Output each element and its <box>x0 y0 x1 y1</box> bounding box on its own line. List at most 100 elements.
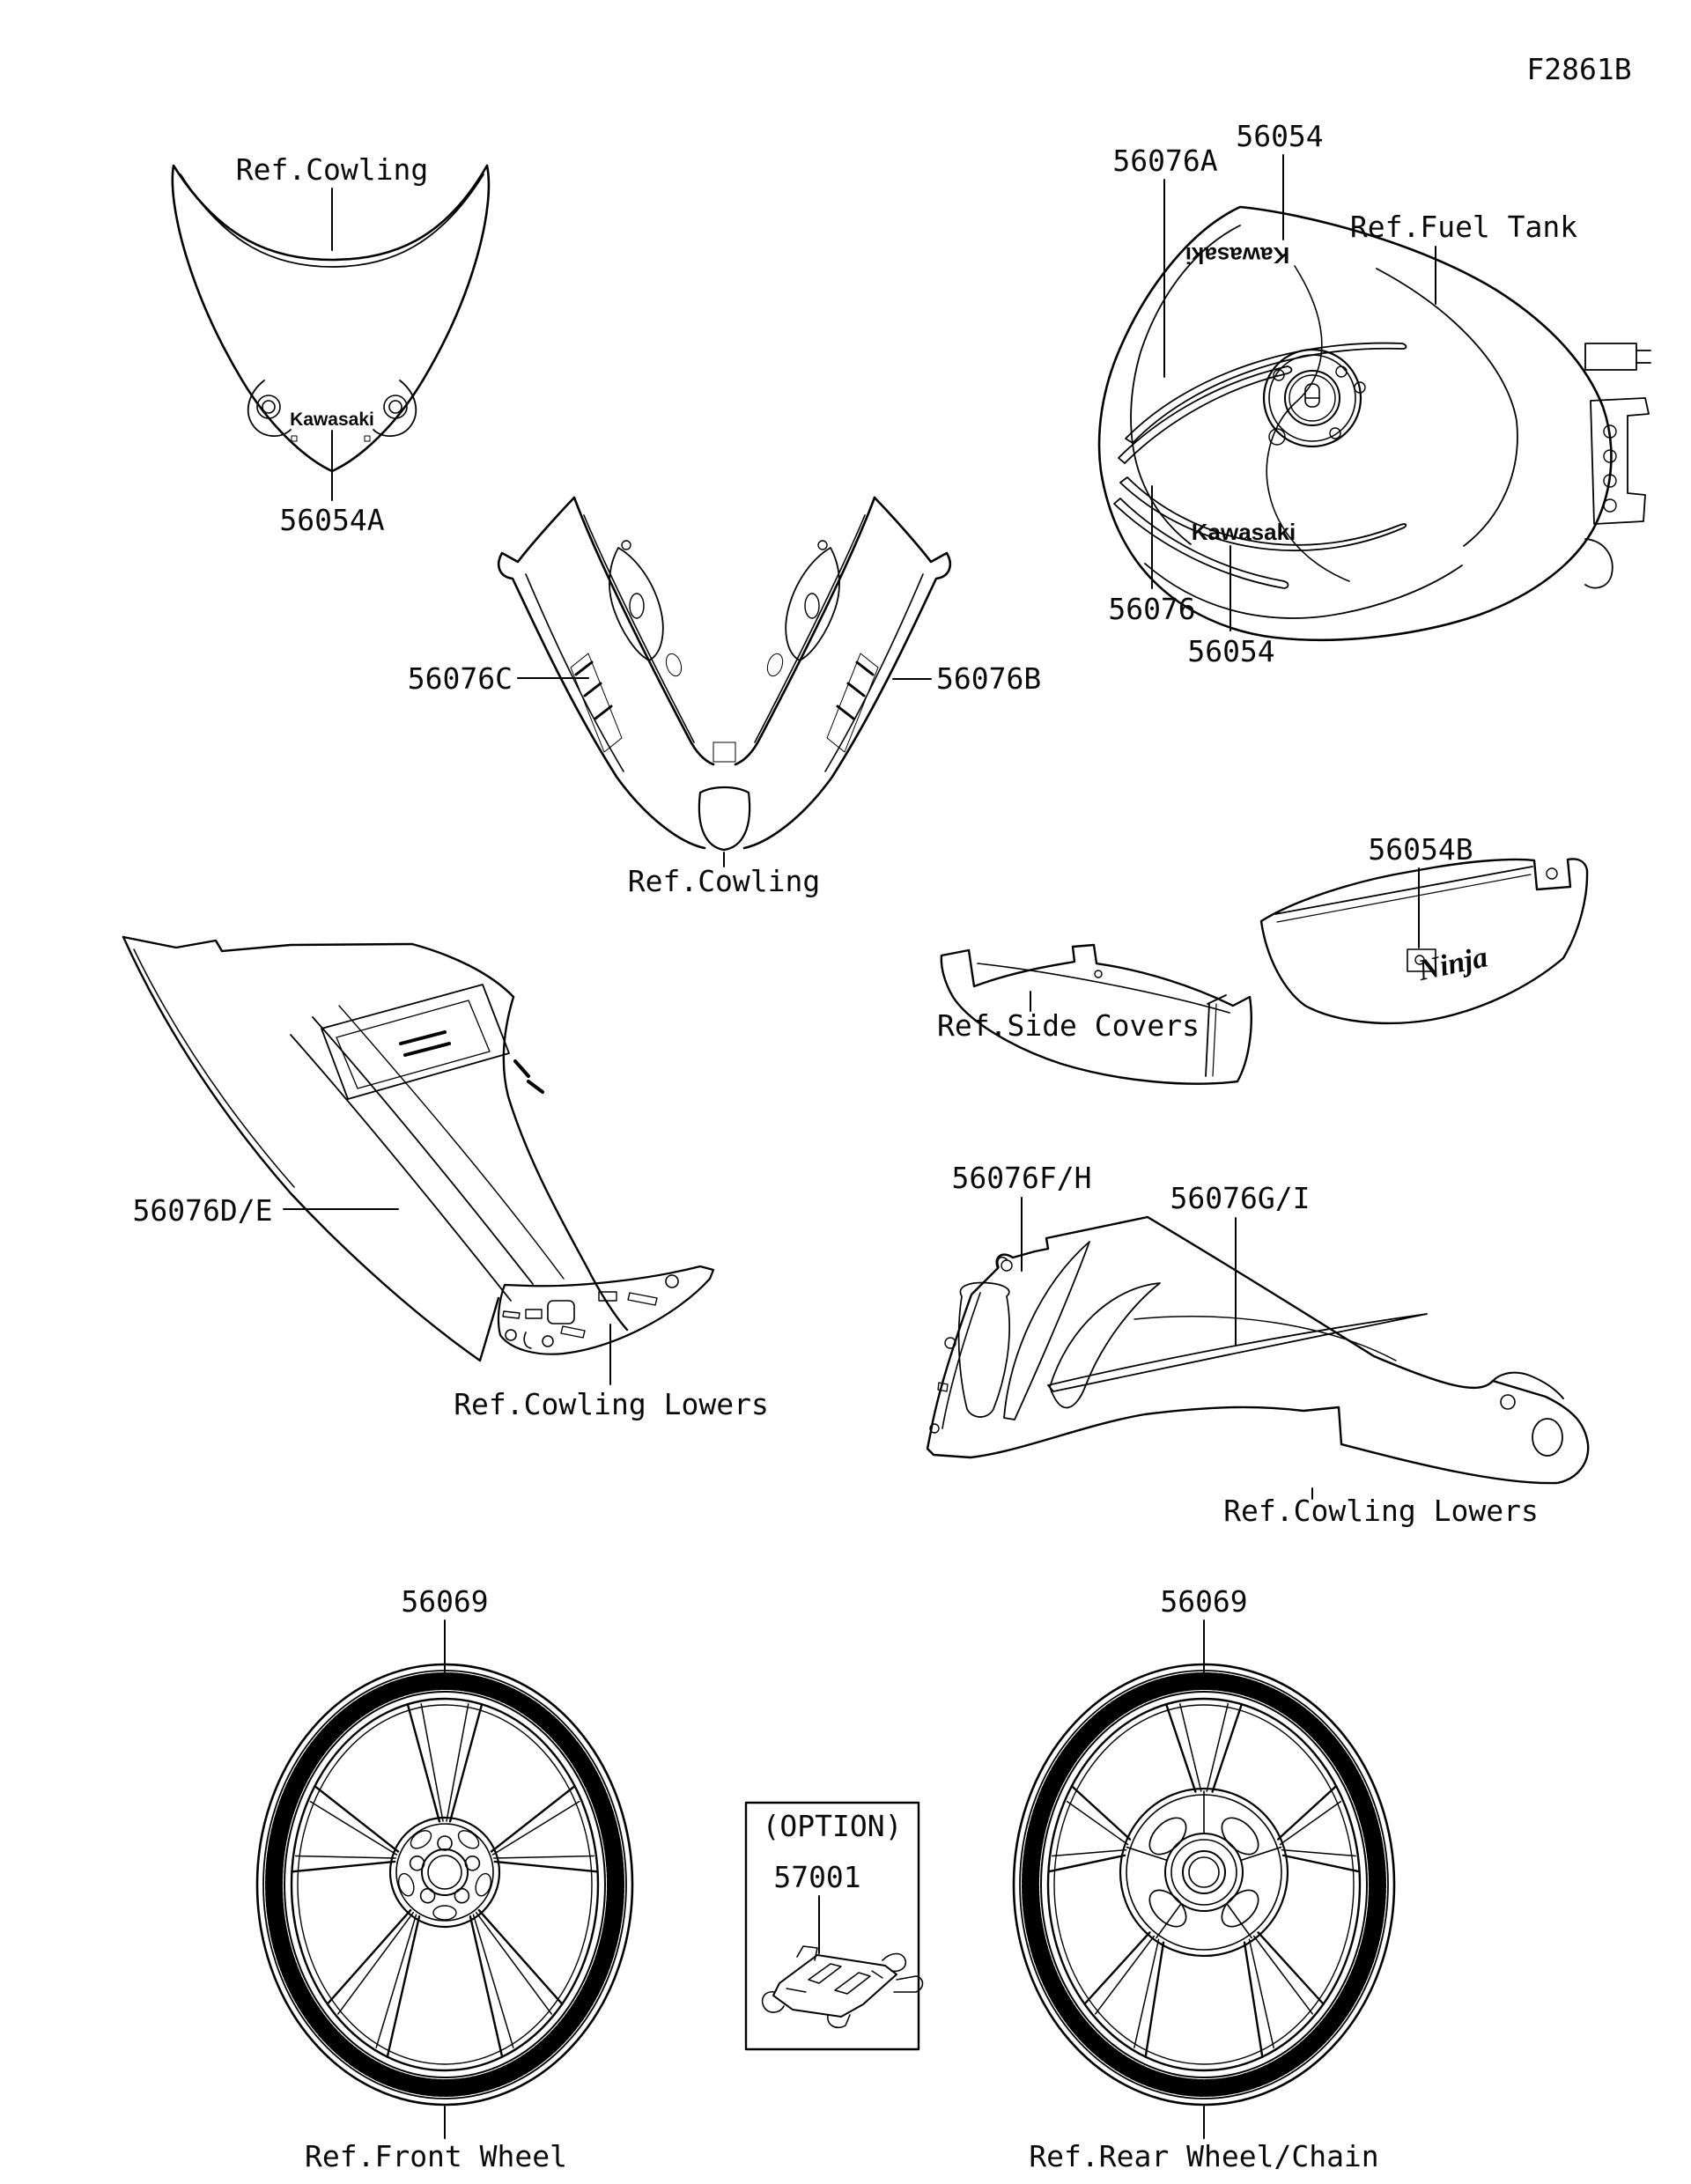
bracket-square-hole <box>547 1300 575 1324</box>
gas-cap-ring2 <box>1289 374 1336 422</box>
tank-kawasaki-lower: Kawasaki <box>1192 519 1296 545</box>
tank-bracket-hole3 <box>1603 474 1617 488</box>
strip-slash <box>594 705 613 720</box>
lower-left-band3 <box>338 1005 565 1280</box>
lower-left-plate <box>321 984 510 1100</box>
spoke-line <box>337 1911 415 2015</box>
cowl-left-vent <box>609 547 664 661</box>
rear-axle-hole <box>1188 1856 1220 1888</box>
callout-56076GI: 56076G/I <box>1170 1181 1311 1215</box>
cowl-left-outer <box>498 496 706 850</box>
spoke-line <box>420 1702 444 1822</box>
lower-right-hole-small <box>1500 1394 1516 1410</box>
callout-ref-front-wheel: Ref.Front Wheel <box>305 2139 567 2173</box>
callout-56076FH: 56076F/H <box>952 1161 1092 1195</box>
windshield-group: Ref.Cowling Kawasaki 56054A <box>171 152 491 537</box>
spoke-line <box>1094 1935 1156 2015</box>
lower-right-outline <box>926 1215 1590 1485</box>
bracket-hole-a <box>665 1274 679 1288</box>
rear-hub-ring2 <box>1170 1839 1237 1906</box>
strip-slash <box>855 660 875 676</box>
sidecover-ear-hole <box>1546 867 1558 880</box>
windshield-right-bracket <box>373 380 417 437</box>
disc-rib <box>1126 1846 1168 1861</box>
cap-bolt-4 <box>1329 427 1341 439</box>
tank-bracket-hole2 <box>1603 449 1617 463</box>
lower-right-hole-large <box>1532 1418 1563 1457</box>
strip-slash <box>574 660 594 676</box>
cowl-left-vent-oval <box>629 593 645 619</box>
rear-rim-decal-band <box>1022 1672 1386 2097</box>
callout-56054-bottom: 56054 <box>1187 634 1274 668</box>
tank-bracket-top <box>1584 343 1637 371</box>
option-box-group: (OPTION) 57001 <box>744 1801 924 2051</box>
reflector-clip-bm <box>827 2014 851 2029</box>
spoke-line <box>1133 1938 1160 2048</box>
cap-bolt-3 <box>1273 369 1285 381</box>
front-band-inner-edge <box>284 1691 606 2078</box>
reflector-body <box>772 1954 897 2018</box>
cowl-right-screw <box>817 540 828 550</box>
rear-axle-ring <box>1182 1850 1226 1894</box>
callout-56069-front: 56069 <box>401 1584 488 1619</box>
rear-band-inner-edge <box>1040 1691 1368 2078</box>
spoke-line <box>1257 1931 1325 2005</box>
windshield-inner-edge <box>180 173 484 268</box>
fuel-tank-group: 56076A 56054 Ref.Fuel Tank Kawasaki Kawa… <box>1097 119 1651 668</box>
cap-bolt-2 <box>1354 381 1366 394</box>
spoke-line <box>475 1911 552 2015</box>
strip-slash <box>846 682 866 697</box>
cowl-left-inner-edge <box>572 496 715 766</box>
spoke-line <box>314 1784 400 1853</box>
spoke-line <box>472 1914 514 2048</box>
disc-cutout <box>1221 1817 1259 1856</box>
side-covers-group: 56054B Ninja Ref.Side Covers <box>937 832 1589 1085</box>
callout-56076A: 56076A <box>1112 144 1217 178</box>
lower-left-scribbles <box>399 1030 544 1094</box>
spoke-line <box>294 1855 396 1859</box>
sidecover-right-trim1 <box>1274 866 1533 915</box>
hub-oval <box>457 1830 480 1849</box>
tank-stripe-upper-1 <box>1125 342 1407 444</box>
spoke-line <box>1281 1854 1361 1873</box>
windshield-outline <box>171 164 491 473</box>
sidecover-right-outline <box>1259 858 1589 1025</box>
front-tire-outer <box>255 1663 634 2107</box>
front-rim-lip <box>290 1697 600 2072</box>
rear-tire-outer <box>1012 1663 1396 2107</box>
rear-wheel-group: 56069 Ref.Rear Wheel/Chain <box>1012 1584 1396 2173</box>
spoke-line <box>1144 1941 1165 2058</box>
spoke-line <box>1279 1800 1342 1846</box>
tank-hook <box>1584 538 1613 589</box>
rear-rim-lip <box>1046 1697 1362 2072</box>
gas-cap-keyhole <box>1304 383 1320 408</box>
bracket-slot-a <box>627 1292 658 1306</box>
callout-56076DE: 56076D/E <box>133 1193 273 1228</box>
windshield-dot-right <box>364 435 371 442</box>
windshield-right-bolt-ring <box>383 395 408 419</box>
spoke-line <box>1206 1702 1229 1792</box>
sidecover-left-outline <box>940 943 1252 1085</box>
option-title: (OPTION) <box>763 1809 903 1843</box>
hub-oval <box>397 1872 415 1897</box>
spoke-line <box>1083 1931 1151 2005</box>
rear-disc-detail <box>1126 1790 1282 1939</box>
reflector-clip-r <box>893 1975 924 1993</box>
tank-inner-bottom <box>1144 563 1463 619</box>
front-rim-lip2 <box>297 1704 593 2065</box>
windshield-left-bolt-ring <box>256 395 281 419</box>
callout-ref-rear-wheel: Ref.Rear Wheel/Chain <box>1029 2139 1378 2173</box>
rear-spokes <box>1047 1702 1361 2058</box>
tank-stripe-lower-1 <box>1119 476 1407 552</box>
frame-inner-edge <box>941 1292 981 1429</box>
tank-outline <box>1097 205 1613 641</box>
rear-hub-ring <box>1164 1833 1244 1912</box>
hub-oval <box>410 1830 432 1849</box>
cowl-right-decal-strip <box>826 653 879 753</box>
spoke-line <box>1281 1848 1356 1857</box>
tank-stripe-lower-2 <box>1113 498 1289 589</box>
sidecover-left-rod2 <box>1212 1003 1217 1077</box>
spoke-line <box>1066 1800 1129 1846</box>
spoke-line <box>1248 1938 1274 2048</box>
